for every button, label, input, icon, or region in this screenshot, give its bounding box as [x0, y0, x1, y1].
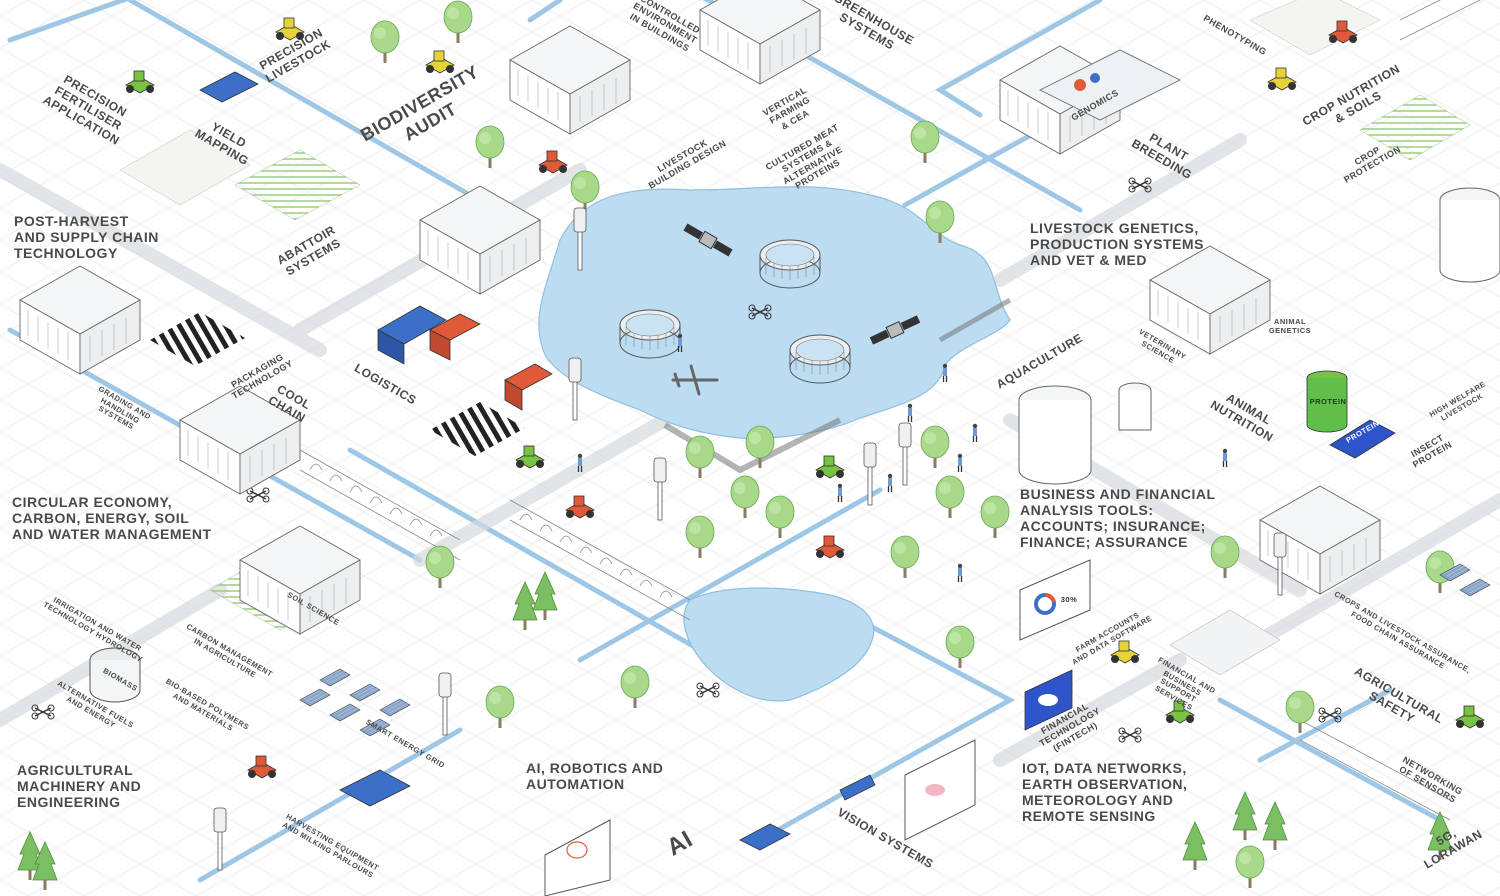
protein-tub-icon [1306, 370, 1348, 433]
label-ag-machinery: AGRICULTURAL MACHINERY AND ENGINEERING [17, 762, 142, 811]
aircraft-icon [671, 364, 719, 396]
canal-network [7, 0, 1443, 883]
lower-lake [683, 587, 875, 702]
label-animal-genetics: ANIMAL GENETICS [1268, 317, 1312, 335]
road-crossings [150, 312, 525, 456]
protein-bar-icon [1329, 419, 1396, 459]
vr-glasses-icon [839, 774, 876, 801]
pig-screen-icon [904, 739, 976, 841]
silo-icon [1018, 187, 1500, 485]
fintech-sign-icon [1024, 669, 1073, 731]
label-post-harvest: POST-HARVEST AND SUPPLY CHAIN TECHNOLOGY [14, 213, 159, 262]
label-iot: IOT, DATA NETWORKS, EARTH OBSERVATION, M… [1022, 760, 1188, 825]
label-protein-tub: PROTEIN [1309, 397, 1347, 406]
aqueducts [299, 0, 1481, 821]
biomass-tank-icon [89, 647, 141, 703]
dashboard-value: 30% [1060, 595, 1078, 604]
label-ai-robotics: AI, ROBOTICS AND AUTOMATION [526, 760, 664, 793]
label-business-financial: BUSINESS AND FINANCIAL ANALYSIS TOOLS: A… [1020, 486, 1216, 551]
brain-icon [544, 819, 611, 896]
label-livestock-genetics: LIVESTOCK GENETICS, PRODUCTION SYSTEMS A… [1030, 220, 1204, 269]
truck-icon [199, 71, 791, 851]
satellite-icon [683, 223, 921, 345]
dashboard-screen-icon [1019, 559, 1091, 641]
genomics-lab-icon [1039, 49, 1181, 121]
label-circular-economy: CIRCULAR ECONOMY, CARBON, ENERGY, SOIL A… [12, 494, 212, 543]
